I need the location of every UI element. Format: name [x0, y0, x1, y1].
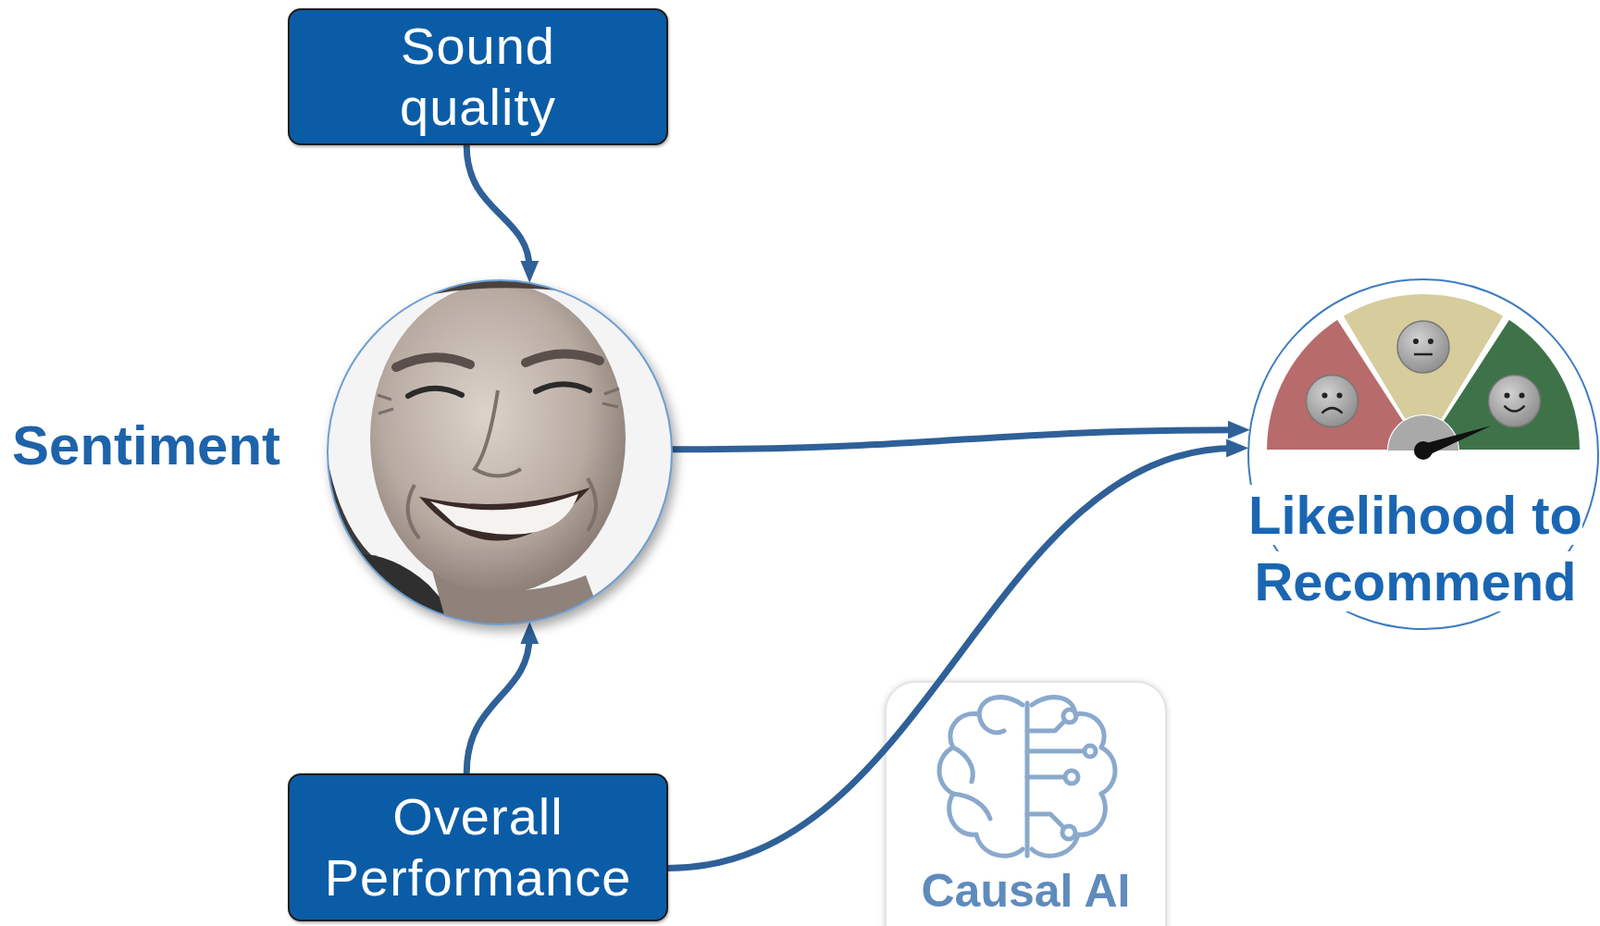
box-label: Sound quality	[399, 15, 557, 138]
arrow-connector	[668, 447, 1236, 869]
brain-icon	[939, 697, 1116, 856]
box-label: Overall Performance	[324, 786, 633, 909]
factor-box: Sound quality	[287, 8, 669, 146]
arrow-connector	[466, 145, 530, 271]
node-label: Sentiment	[12, 413, 281, 479]
icon-tile: Causal AI	[885, 682, 1166, 926]
arrow-connector	[671, 430, 1238, 450]
sentiment-circle: Sentiment	[9, 279, 673, 626]
arrow-connector	[466, 634, 530, 774]
factor-box: Overall Performance	[287, 773, 669, 922]
node-label: Likelihood to Recommend	[1248, 484, 1583, 612]
label-wrap: Likelihood to Recommend	[1230, 482, 1600, 616]
face-photo	[326, 279, 673, 626]
gauge-circle: Likelihood to Recommend	[1230, 278, 1600, 640]
icon-tile	[885, 682, 1166, 926]
node-label: Causal AI	[885, 864, 1166, 918]
